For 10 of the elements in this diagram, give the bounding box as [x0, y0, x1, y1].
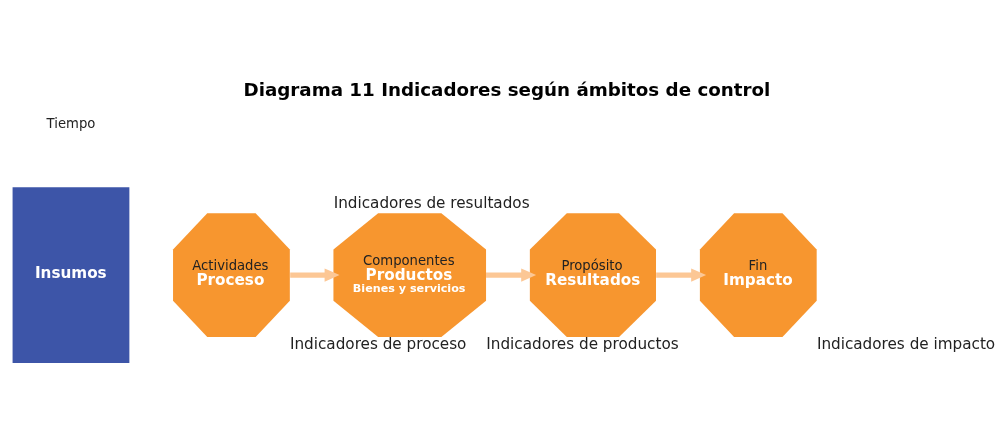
node-label: Indicadores de productos — [486, 335, 679, 354]
arrow — [486, 268, 537, 282]
label: Tiempo — [46, 116, 96, 132]
diagram-title: Diagrama 11 Indicadores según ámbitos de control — [243, 78, 771, 100]
node-label: Indicadores de impacto — [816, 335, 996, 354]
arrow — [290, 268, 340, 282]
node-label: Indicadores de resultados — [333, 194, 530, 213]
arrow — [656, 268, 707, 282]
node-box: Insumos — [12, 187, 130, 363]
node-label: Indicadores de proceso — [289, 335, 467, 354]
